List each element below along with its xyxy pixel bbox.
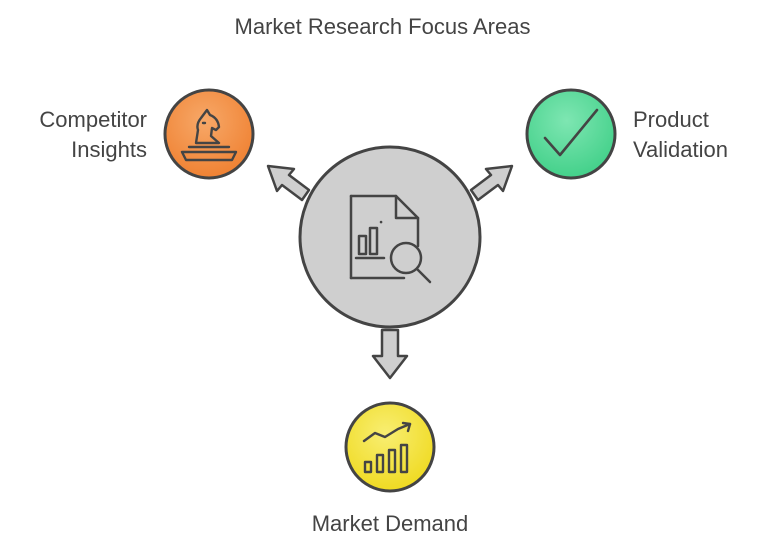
document-analysis-icon: [349, 194, 432, 284]
product-label: Product Validation: [633, 107, 728, 162]
center-node: [298, 145, 482, 329]
arrow-to-competitor: [266, 164, 311, 202]
checkmark-icon: [543, 108, 599, 157]
demand-label: Market Demand: [311, 511, 469, 536]
diagram-title: Market Research Focus Areas: [234, 14, 531, 39]
competitor-node[interactable]: [163, 88, 255, 180]
chess-knight-icon: [180, 108, 238, 162]
arrow-to-product: [469, 164, 514, 202]
competitor-label: Competitor Insights: [39, 107, 147, 162]
growth-chart-icon: [362, 421, 412, 474]
product-node[interactable]: [525, 88, 617, 180]
demand-node[interactable]: [344, 401, 436, 493]
arrow-to-demand: [371, 328, 409, 380]
